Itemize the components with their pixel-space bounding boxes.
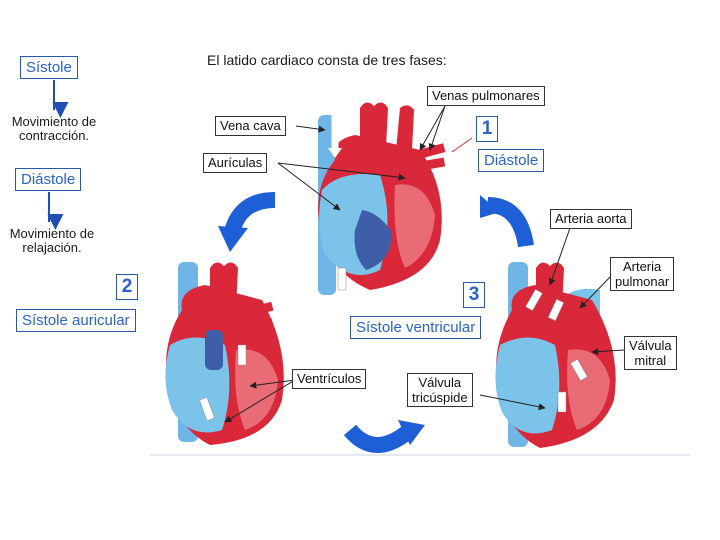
sistole-desc-line-1: Movimiento de — [11, 114, 97, 129]
phase-1-number: 1 — [476, 116, 498, 142]
diastole-description: Movimiento de relajación. — [2, 227, 102, 255]
leader-lines — [224, 105, 625, 423]
heart-ventricular-systole-illustration — [495, 262, 616, 448]
sistole-term-box: Sístole — [20, 56, 78, 79]
label-valvula-tricuspide: Válvula tricúspide — [407, 373, 473, 407]
heart-diastole-illustration — [318, 102, 475, 295]
arteria-pulmonar-line-2: pulmonar — [615, 274, 670, 289]
page-title: El latido cardiaco consta de tres fases: — [207, 52, 447, 68]
sidebar-arrows — [47, 80, 69, 230]
diastole-desc-line-2: relajación. — [22, 240, 82, 255]
phase-1-name: Diástole — [478, 149, 545, 172]
valvula-tricuspide-line-1: Válvula — [418, 375, 462, 390]
heart-atrial-systole-illustration — [165, 262, 284, 445]
label-vena-cava: Vena cava — [215, 116, 286, 136]
valvula-tricuspide-line-2: tricúspide — [412, 390, 468, 405]
phase-2-name: Sístole auricular — [16, 309, 136, 332]
phase-3-name: Sístole ventricular — [350, 316, 482, 339]
label-valvula-mitral: Válvula mitral — [624, 336, 677, 370]
diastole-desc-line-1: Movimiento de — [9, 226, 95, 241]
label-arteria-pulmonar: Arteria pulmonar — [610, 257, 675, 291]
label-auriculas: Aurículas — [203, 153, 268, 173]
sistole-description: Movimiento de contracción. — [4, 115, 104, 143]
sistole-desc-line-2: contracción. — [18, 128, 90, 143]
diastole-term-box: Diástole — [15, 168, 82, 191]
label-venas-pulmonares: Venas pulmonares — [427, 86, 545, 106]
valvula-mitral-line-2: mitral — [634, 353, 667, 368]
arteria-pulmonar-line-1: Arteria — [622, 259, 662, 274]
valvula-mitral-line-1: Válvula — [629, 338, 672, 353]
phase-2-number: 2 — [116, 274, 138, 300]
label-arteria-aorta: Arteria aorta — [550, 209, 632, 229]
phase-3-number: 3 — [463, 282, 485, 308]
cycle-arrows — [218, 192, 534, 453]
label-ventriculos: Ventrículos — [292, 369, 367, 389]
